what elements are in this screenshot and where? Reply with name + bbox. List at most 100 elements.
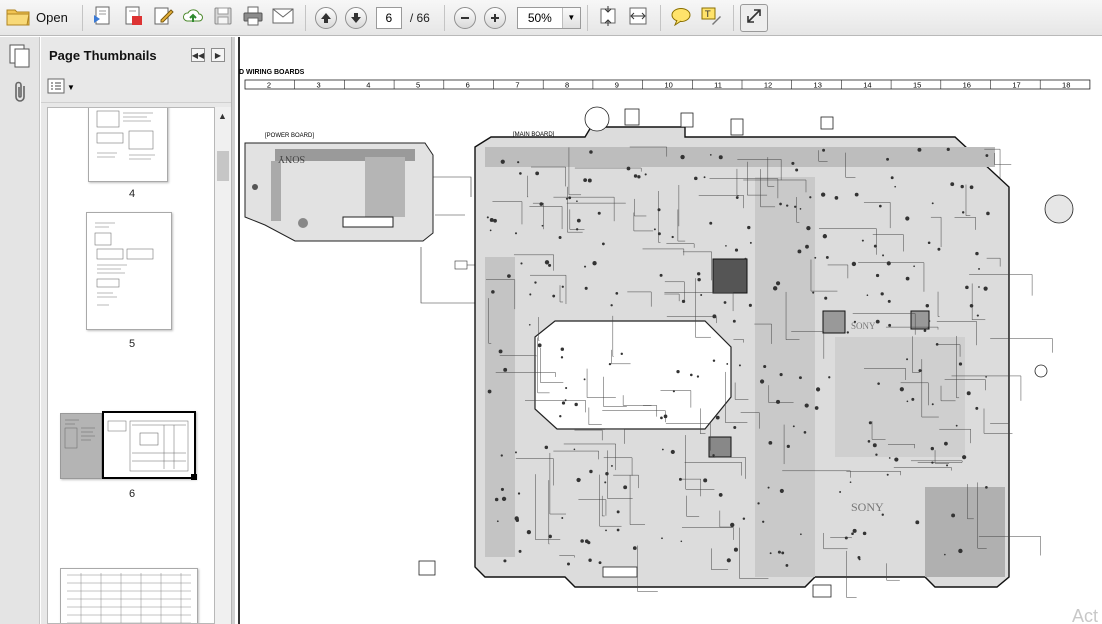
open-label: Open [36,10,68,25]
toolbar-separator [659,4,661,31]
printer-icon [242,5,264,30]
thumbnail-page-4[interactable] [88,108,168,182]
attachments-nav-button[interactable] [4,77,36,109]
scrollbar-thumb[interactable] [217,151,229,181]
edit-pdf-button[interactable] [149,4,177,32]
fit-width-icon [627,5,649,30]
email-button[interactable] [269,4,297,32]
highlighter-icon: T [700,5,722,30]
thumbnails-options: ▼ [41,73,231,103]
options-menu-button[interactable]: ▼ [47,78,75,97]
thumbnail-label: 6 [128,488,136,500]
panel-splitter[interactable] [231,37,235,624]
toolbar-separator [304,4,306,31]
minus-icon [453,6,476,29]
arrow-down-icon [344,6,367,29]
fit-page-icon [597,5,619,30]
thumbnails-header: Page Thumbnails [41,37,231,73]
thumbnails-scrollbar[interactable]: ▲ [215,107,231,624]
zoom-value: 50% [527,10,552,25]
toolbar-separator [586,4,588,31]
grid-column-label: 12 [764,81,772,90]
activation-watermark: Act [1072,606,1099,624]
grid-column-label: 11 [714,81,722,90]
main-board-brand: SONY [851,500,884,514]
print-button[interactable] [239,4,267,32]
svg-text:T: T [704,10,711,20]
grid-column-label: 10 [664,81,672,90]
thumbnail-label: 5 [128,338,136,350]
fit-width-button[interactable] [624,4,652,32]
open-button[interactable]: Open [6,4,76,32]
grid-column-label: 2 [267,81,271,90]
create-pdf-icon [92,5,114,30]
page-thumbnails-nav-button[interactable] [4,41,36,73]
power-board-brand: SONY [278,153,305,164]
paperclip-icon [10,79,30,108]
chevron-down-icon: ▼ [67,83,75,92]
envelope-icon [272,7,294,28]
export-pdf-button[interactable] [119,4,147,32]
expand-icon [745,7,763,28]
floppy-save-icon [213,6,233,29]
thumbnail-page-7[interactable] [60,568,198,623]
grid-column-label: 4 [366,81,370,90]
edit-pencil-icon [152,5,174,30]
folder-icon [6,6,30,29]
upload-button[interactable] [179,4,207,32]
thumbnail-page-5[interactable] [86,212,172,330]
highlight-text-button[interactable]: T [697,4,725,32]
page-total: / 66 [409,10,430,25]
grid-column-label: 13 [814,81,822,90]
toolbar-separator [443,4,445,31]
previous-page-button[interactable] [312,4,340,32]
full-screen-button[interactable] [739,3,768,32]
plus-icon [483,6,506,29]
create-pdf-button[interactable] [89,4,117,32]
list-options-icon [47,78,65,97]
grid-column-label: 14 [863,81,871,90]
power-board-label: [POWER BOARD] [265,133,314,139]
save-button[interactable] [209,4,237,32]
next-page-button[interactable] [342,4,370,32]
grid-column-label: 8 [565,81,569,90]
comment-button[interactable] [667,4,695,32]
toolbar-separator [732,4,734,31]
expand-panel-button[interactable]: ▶ [211,48,225,62]
thumbnails-panel: Page Thumbnails ◀◀ ▶ ▼ 4 5 6 [41,37,231,624]
toolbar: Open 6 / 66 50% ▼ [0,0,1102,36]
grid-column-label: 5 [416,81,420,90]
fit-page-button[interactable] [594,4,622,32]
grid-column-label: 17 [1012,81,1020,90]
schematic-heading: D WIRING BOARDS [239,69,305,76]
navigation-pane-strip [0,37,40,624]
zoom-out-button[interactable] [451,4,479,32]
grid-column-label: 6 [466,81,470,90]
main-board: [MAIN BOARD] SONY SONY [474,126,1053,598]
grid-column-label: 7 [515,81,519,90]
power-board: [POWER BOARD] SONY [244,133,434,242]
zoom-in-button[interactable] [481,4,509,32]
pdf-export-icon [122,5,144,30]
pages-icon [8,43,32,72]
grid-column-label: 16 [963,81,971,90]
page-number-input[interactable]: 6 [375,6,402,29]
cloud-upload-icon [182,5,204,30]
thumbnail-resize-handle[interactable] [191,474,197,480]
grid-column-label: 18 [1062,81,1070,90]
speech-bubble-icon [670,6,692,29]
grid-column-label: 15 [913,81,921,90]
scroll-up-icon[interactable]: ▲ [218,111,227,121]
thumbnail-list[interactable]: 4 5 6 [47,107,215,624]
thumbnail-page-6[interactable] [102,411,197,480]
collapse-panel-button[interactable]: ◀◀ [191,48,205,62]
grid-column-label: 3 [317,81,321,90]
thumbnail-label: 4 [128,188,136,200]
chevron-down-icon[interactable]: ▼ [561,7,580,28]
zoom-select[interactable]: 50% ▼ [516,6,581,29]
thumbnail-page-6-left-half[interactable] [60,413,102,479]
main-board-label: [MAIN BOARD] [513,132,555,138]
toolbar-separator [81,4,83,31]
